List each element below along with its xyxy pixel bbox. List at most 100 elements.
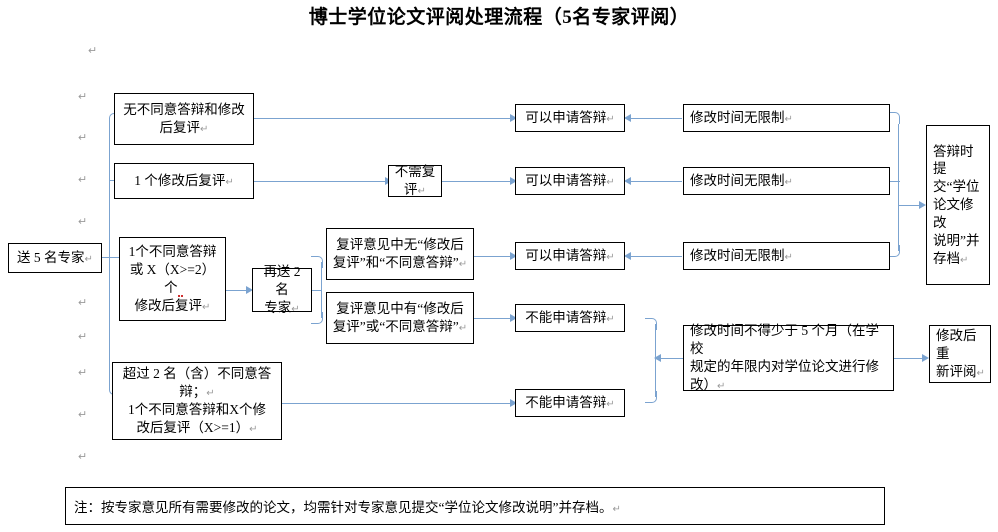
node-label: 修改时间无限制 bbox=[690, 173, 785, 189]
eop-mark: ↵ bbox=[784, 177, 793, 189]
node-label: 修改时间无限制 bbox=[690, 248, 785, 264]
node-label: 可以申请答辩 bbox=[525, 248, 607, 264]
node-outcome-cannot-apply-2[interactable]: 不能申请答辩↵ bbox=[515, 389, 625, 417]
node-time-min-five-months[interactable]: 修改时间不得少于 5 个月（在学校 规定的年限内对学位论文进行修 改）↵ bbox=[683, 323, 894, 392]
node-rereview-opinion-none[interactable]: 复评意见中无“修改后 复评”和“不同意答辩”↵ bbox=[326, 228, 474, 280]
node-label-line2: 复评”和“不同意答辩” bbox=[332, 255, 459, 270]
connector-cond4-to-outcome5 bbox=[280, 403, 513, 404]
node-condition-no-objection[interactable]: 无不同意答辩和修改后复评↵ bbox=[114, 93, 254, 145]
connector-corner bbox=[645, 318, 657, 330]
eop-mark: ↵ bbox=[200, 124, 209, 135]
node-rereview-opinion-has[interactable]: 复评意见中有“修改后 复评”或“不同意答辩”↵ bbox=[326, 292, 474, 344]
node-condition-one-revision[interactable]: 1 个修改后复评↵ bbox=[114, 163, 254, 199]
eop-mark: ↵ bbox=[458, 259, 468, 270]
node-label-line3: 修改后复评 bbox=[134, 297, 203, 313]
node-outcome-cannot-apply-1[interactable]: 不能申请答辩↵ bbox=[515, 304, 625, 332]
node-label: 无不同意答辩和修改后复评 bbox=[123, 102, 245, 135]
connector-longlimit-to-denied bbox=[655, 358, 683, 359]
pilcrow-mark: ↵ bbox=[78, 331, 88, 343]
connector-ophas-to-outcome4 bbox=[474, 318, 513, 319]
connector-tl1-to-outcome1 bbox=[628, 118, 682, 119]
arrowhead bbox=[510, 177, 517, 185]
page-title: 博士学位论文评阅处理流程（5名专家评阅） bbox=[308, 7, 690, 28]
connector-longlimit-to-rereview bbox=[894, 358, 926, 359]
node-label-line1: 修改后重 bbox=[936, 328, 977, 362]
node-label-line1: 复评意见中有“修改后 bbox=[336, 301, 464, 317]
node-time-unlimited-1[interactable]: 修改时间无限制↵ bbox=[683, 104, 890, 132]
connector-corner bbox=[311, 312, 323, 324]
eop-mark: ↵ bbox=[784, 114, 793, 126]
eop-mark: ↵ bbox=[417, 186, 426, 197]
node-label-line3: 1个不同意答辩和X个修 bbox=[128, 402, 266, 417]
eop-mark: ↵ bbox=[960, 254, 969, 266]
node-label: 送 5 名专家 bbox=[17, 250, 85, 266]
connector-branch-cond3 bbox=[109, 257, 121, 258]
eop-mark: ↵ bbox=[717, 380, 726, 392]
pilcrow-mark: ↵ bbox=[78, 91, 88, 103]
eop-mark: ↵ bbox=[606, 314, 615, 326]
eop-mark: ↵ bbox=[976, 367, 985, 379]
arrowhead bbox=[922, 354, 929, 362]
arrowhead bbox=[624, 114, 631, 122]
node-outcome-may-apply-1[interactable]: 可以申请答辩↵ bbox=[515, 104, 625, 132]
arrowhead bbox=[510, 314, 517, 322]
node-label: 不能申请答辩 bbox=[525, 395, 607, 411]
node-no-rereview-needed[interactable]: 不需复评↵ bbox=[388, 164, 442, 197]
pilcrow-mark: ↵ bbox=[78, 409, 88, 421]
footer-note-text: 注：按专家意见所有需要修改的论文，均需针对专家意见提交“学位论文修改说明”并存档… bbox=[74, 500, 613, 515]
eop-mark: ↵ bbox=[784, 252, 793, 264]
eop-mark: ↵ bbox=[606, 177, 615, 189]
eop-mark: ↵ bbox=[606, 252, 615, 264]
connector-cond2-to-norereview bbox=[253, 181, 388, 182]
arrowhead bbox=[654, 354, 661, 362]
arrowhead bbox=[510, 114, 517, 122]
node-label-line1: 答辩时提 bbox=[933, 143, 974, 177]
node-time-unlimited-2[interactable]: 修改时间无限制↵ bbox=[683, 167, 890, 195]
connector-resend-split bbox=[321, 262, 322, 318]
eop-mark: ↵ bbox=[202, 301, 211, 313]
eop-mark: ↵ bbox=[84, 254, 93, 266]
arrowhead bbox=[624, 252, 631, 260]
node-rereview-after-revision[interactable]: 修改后重 新评阅↵ bbox=[929, 325, 991, 383]
connector-timelimits-collector bbox=[898, 124, 899, 251]
node-label-line3: 论文修改 bbox=[933, 197, 974, 230]
node-label-line2: 或 X（X>=2）个 bbox=[129, 262, 216, 295]
node-condition-more-than-two-objections[interactable]: 超过 2 名（含）不同意答 辩；↵ 1个不同意答辩和X个修 改后复评（X>=1）… bbox=[112, 362, 282, 440]
node-time-unlimited-3[interactable]: 修改时间无限制↵ bbox=[683, 242, 890, 270]
node-outcome-may-apply-3[interactable]: 可以申请答辩↵ bbox=[515, 242, 625, 270]
node-label-line1: 再送 2 名 bbox=[263, 264, 301, 298]
arrowhead bbox=[510, 399, 517, 407]
node-condition-one-objection-or-x-revisions[interactable]: 1个不同意答辩 或 X（X>=2）个 修改后复评↵ bbox=[119, 237, 226, 321]
connector-tl3-to-outcome3 bbox=[628, 256, 682, 257]
connector-corner bbox=[311, 256, 323, 268]
node-label-line5: 存档 bbox=[933, 250, 960, 266]
node-label: 可以申请答辩 bbox=[525, 110, 607, 126]
pilcrow-mark: ↵ bbox=[78, 174, 88, 186]
pilcrow-mark: ↵ bbox=[78, 367, 88, 379]
node-submit-revision-statement-archive[interactable]: 答辩时提 交“学位 论文修改 说明”并 存档↵ bbox=[926, 125, 990, 285]
node-label: 可以申请答辩 bbox=[525, 173, 607, 189]
node-send-5-experts[interactable]: 送 5 名专家↵ bbox=[8, 243, 102, 273]
connector-opnone-to-outcome3 bbox=[474, 256, 513, 257]
eop-mark: ↵ bbox=[606, 399, 615, 411]
node-label-line4: 改后复评（X>=1） bbox=[136, 419, 250, 435]
eop-mark: ↵ bbox=[291, 303, 300, 315]
node-label-line2: 交“学位 bbox=[933, 179, 980, 195]
node-label-line1: 复评意见中无“修改后 bbox=[336, 237, 464, 253]
pilcrow-mark: ↵ bbox=[78, 451, 88, 463]
node-outcome-may-apply-2[interactable]: 可以申请答辩↵ bbox=[515, 167, 625, 195]
connector-cond1-to-outcome1 bbox=[253, 118, 513, 119]
eop-mark: ↵ bbox=[225, 177, 234, 189]
footer-note-box: 注：按专家意见所有需要修改的论文，均需针对专家意见提交“学位论文修改说明”并存档… bbox=[65, 487, 885, 525]
connector-main-trunk bbox=[109, 119, 110, 389]
eop-mark: ↵ bbox=[606, 114, 615, 126]
connector-corner bbox=[888, 245, 900, 257]
arrowhead bbox=[246, 286, 253, 294]
connector-start-stub bbox=[100, 257, 110, 258]
eop-mark: ↵ bbox=[458, 323, 468, 334]
node-resend-2-experts[interactable]: 再送 2 名 专家↵ bbox=[252, 264, 312, 315]
node-label-line1: 1个不同意答辩 bbox=[128, 244, 217, 260]
node-label-line2: 辩； bbox=[179, 384, 207, 400]
eop-mark: ↵ bbox=[249, 423, 258, 435]
